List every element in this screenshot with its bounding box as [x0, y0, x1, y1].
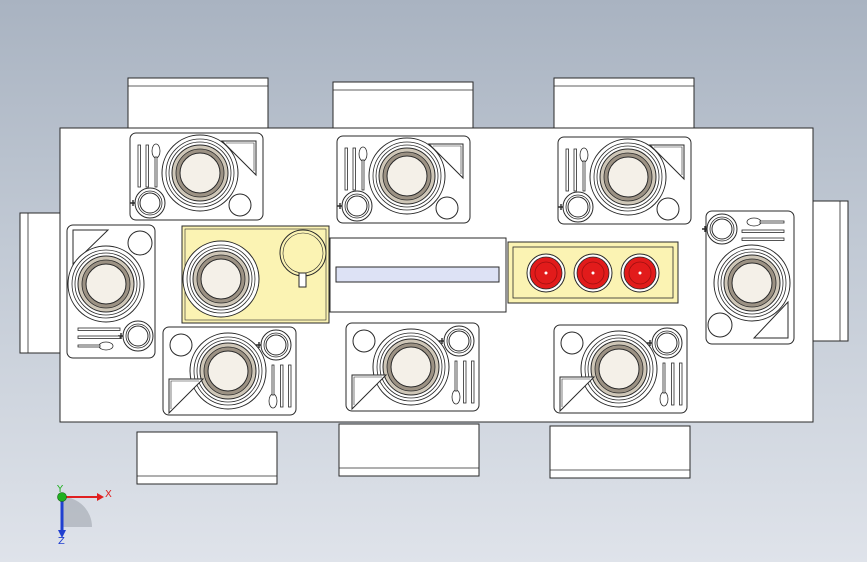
place-setting-top-right[interactable] — [558, 137, 691, 224]
chair-top-right[interactable] — [553, 77, 695, 131]
place-setting-bottom-center[interactable] — [346, 323, 479, 411]
chair-bottom-right[interactable] — [549, 425, 691, 479]
chair-top-left[interactable] — [127, 77, 269, 131]
y-axis-label: Y — [56, 484, 64, 495]
place-setting-left-end[interactable] — [66, 224, 156, 359]
place-setting-top-left[interactable] — [130, 133, 263, 220]
chair-bottom-center[interactable] — [338, 423, 480, 477]
orientation-triad[interactable]: X Y Z — [56, 484, 112, 547]
place-setting-top-center[interactable] — [337, 136, 470, 223]
chair-left-end[interactable] — [19, 212, 65, 354]
z-axis-label: Z — [58, 536, 65, 547]
serving-tray-left[interactable] — [181, 225, 330, 324]
serving-tray-right[interactable] — [507, 241, 679, 304]
chair-top-center[interactable] — [332, 81, 474, 135]
chair-bottom-left[interactable] — [136, 431, 278, 485]
place-setting-right-end[interactable] — [701, 210, 795, 345]
x-axis-label: X — [105, 489, 112, 500]
centerpiece-runner[interactable] — [329, 237, 507, 313]
place-setting-bottom-left[interactable] — [163, 327, 296, 415]
place-setting-bottom-right[interactable] — [554, 325, 687, 413]
